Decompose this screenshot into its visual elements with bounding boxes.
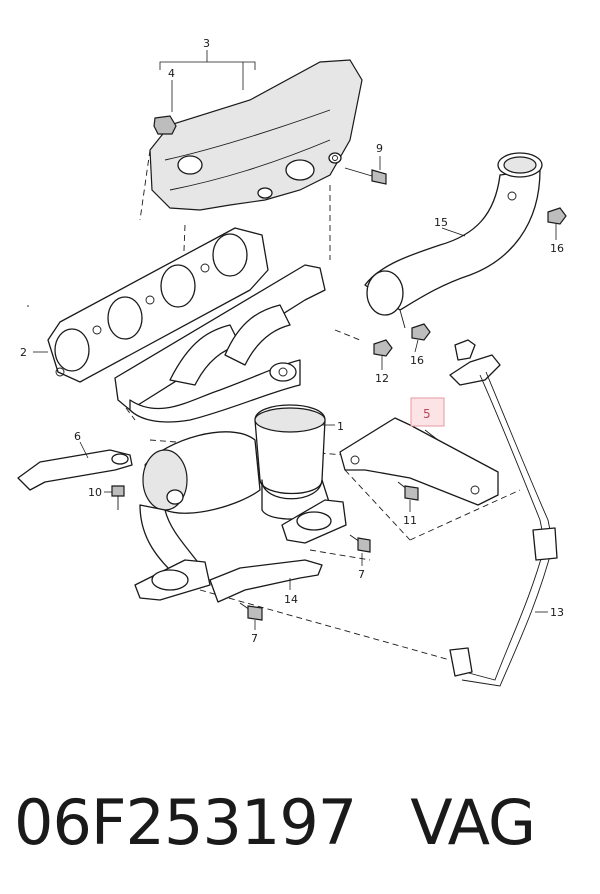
nut-16-top — [547, 207, 567, 225]
callout-leaders — [33, 50, 557, 630]
pre-catalyst — [139, 431, 261, 576]
manifold-gasket — [47, 227, 269, 383]
callout-labels: 3 4 9 15 16 16 2 12 1 5 6 10 11 7 7 14 1… — [20, 37, 564, 645]
part-caption: 06F253197 VAG — [14, 778, 594, 868]
bolt-7-right — [349, 534, 371, 553]
bracket-5 — [339, 417, 499, 506]
heat-shield-clip — [153, 115, 177, 135]
callout-10: 10 — [88, 486, 102, 499]
outlet-flange-left — [134, 559, 211, 601]
exhaust-manifold-diagram: 3 4 9 15 16 16 2 12 1 5 6 10 11 7 7 14 1… — [17, 37, 567, 687]
bolt-7-left — [239, 602, 263, 621]
callout-16a: 16 — [550, 242, 564, 255]
bolt-11 — [397, 481, 419, 501]
callout-7b: 7 — [251, 632, 258, 645]
callout-11: 11 — [403, 514, 417, 527]
part-brand: VAG — [410, 786, 536, 859]
callout-6: 6 — [74, 430, 81, 443]
heat-shield — [149, 59, 363, 211]
egr-pipe — [449, 339, 558, 687]
exhaust-manifold — [114, 264, 326, 423]
callout-16b: 16 — [410, 354, 424, 367]
callout-3: 3 — [203, 37, 210, 50]
callout-2: 2 — [20, 346, 27, 359]
bolt-9 — [344, 167, 387, 185]
catalytic-converter — [254, 404, 331, 520]
nut-16-lower — [411, 323, 431, 341]
nut-12 — [373, 339, 393, 357]
callout-13: 13 — [550, 606, 564, 619]
bolt-10 — [111, 485, 125, 510]
callout-9: 9 — [376, 142, 383, 155]
callout-4: 4 — [168, 67, 175, 80]
bracket-14 — [209, 559, 323, 603]
callout-15: 15 — [434, 216, 448, 229]
stray-dot — [27, 305, 29, 307]
highlight-box — [410, 397, 445, 427]
bracket-6 — [17, 449, 133, 491]
callout-14: 14 — [284, 593, 298, 606]
part-number: 06F253197 — [14, 786, 357, 859]
callout-12: 12 — [375, 372, 389, 385]
callout-1: 1 — [337, 420, 344, 433]
outlet-flange-right — [281, 499, 347, 544]
callout-7a: 7 — [358, 568, 365, 581]
callout-5: 5 — [423, 407, 431, 421]
downpipe — [364, 152, 543, 329]
